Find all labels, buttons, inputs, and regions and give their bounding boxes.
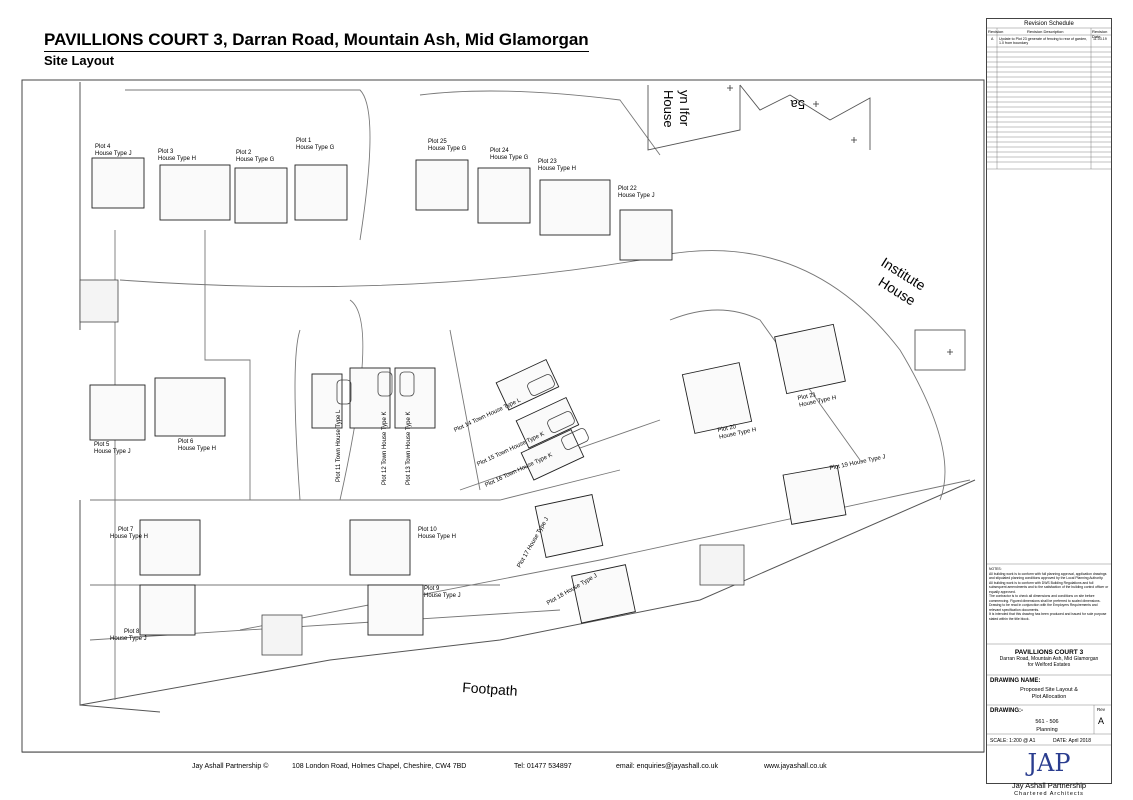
page-subtitle: Site Layout xyxy=(44,53,115,68)
tree-markers xyxy=(727,85,953,355)
firm-subtitle: Chartered Architects xyxy=(1014,791,1084,797)
drawing-name-label: DRAWING NAME: xyxy=(990,678,1041,684)
revision-desc-header: Revision Description xyxy=(1027,29,1064,34)
revision-a-id: A xyxy=(991,37,994,41)
drawing-name: Proposed Site Layout & Plot Allocation xyxy=(987,687,1111,701)
revision-date-header: Revision Date xyxy=(1092,29,1108,39)
footpath-label: Footpath xyxy=(462,679,518,699)
cars xyxy=(336,371,589,450)
project-name: PAVILLIONS COURT 3 xyxy=(1014,649,1084,656)
drawing-scale: SCALE: 1:200 @ A1 xyxy=(990,738,1036,744)
rev-value: A xyxy=(1098,716,1105,726)
firm-name: Jay Ashall Partnership xyxy=(1011,781,1087,790)
note-1: All building work is to conform with ful… xyxy=(989,571,1107,581)
revision-a-desc: Update to Plot 23 generate of fencing to… xyxy=(999,37,1088,45)
project-info: PAVILLIONS COURT 3 Darran Road, Mountain… xyxy=(987,649,1111,668)
plot-label-21: Plot 21House Type H xyxy=(797,388,837,409)
plot-label-11: Plot 11 Town House Type L xyxy=(336,409,342,482)
footer-email[interactable]: email: enquiries@jayashall.co.uk xyxy=(616,763,719,770)
note-2: All building work is to conform with DWS… xyxy=(989,580,1109,594)
jap-logo: JAP xyxy=(1027,749,1071,777)
drawing-number: 561 - 506 xyxy=(1035,719,1059,725)
footer-address: 108 London Road, Holmes Chapel, Cheshire… xyxy=(292,763,467,770)
house-5a-label: 5a xyxy=(790,97,805,112)
drawing-date: DATE: April 2018 xyxy=(1053,738,1091,744)
drawing-label: DRAWING:- xyxy=(990,708,1023,714)
footer-firm: Jay Ashall Partnership © xyxy=(192,763,269,770)
bryn-ifor-label: yn IforHouse xyxy=(661,90,692,128)
existing-buildings xyxy=(647,84,966,371)
plot-label-12: Plot 12 Town House Type K xyxy=(382,411,388,485)
drawing-name-line-2: Plot Allocation xyxy=(1031,694,1067,700)
title-block-grid xyxy=(987,27,1111,746)
revision-schedule-title: Revision Schedule xyxy=(1024,21,1074,27)
footer-tel: Tel: 01477 534897 xyxy=(514,763,572,770)
garages xyxy=(79,279,745,656)
page-title: PAVILLIONS COURT 3, Darran Road, Mountai… xyxy=(44,30,589,52)
footer: Jay Ashall Partnership © 108 London Road… xyxy=(22,752,984,783)
note-5: It is intended that this drawing has bee… xyxy=(989,612,1107,621)
note-4: Drawing to be read in conjunction with t… xyxy=(989,603,1098,612)
drawing-status: Planning xyxy=(1036,727,1058,733)
project-client: for Welford Estates xyxy=(1027,662,1071,668)
title-block: Revision Schedule Revision Revision Desc… xyxy=(986,18,1112,797)
revision-a-date: 11.03.19 xyxy=(1093,37,1107,41)
notes-title: NOTES: xyxy=(989,567,1002,571)
project-address: Darran Road, Mountain Ash, Mid Glamorgan xyxy=(999,656,1099,662)
revision-col-header: Revision xyxy=(988,29,1004,34)
rev-label: Rev xyxy=(1097,707,1106,712)
notes: NOTES: All building work is to conform w… xyxy=(989,567,1109,621)
institute-house-label: InstituteHouse xyxy=(869,254,929,309)
footer-web[interactable]: www.jayashall.co.uk xyxy=(764,763,827,770)
drawing-name-line-1: Proposed Site Layout & xyxy=(1020,687,1078,693)
plot-label-13: Plot 13 Town House Type K xyxy=(406,411,412,485)
note-3: The contractor is to check all dimension… xyxy=(989,594,1101,603)
